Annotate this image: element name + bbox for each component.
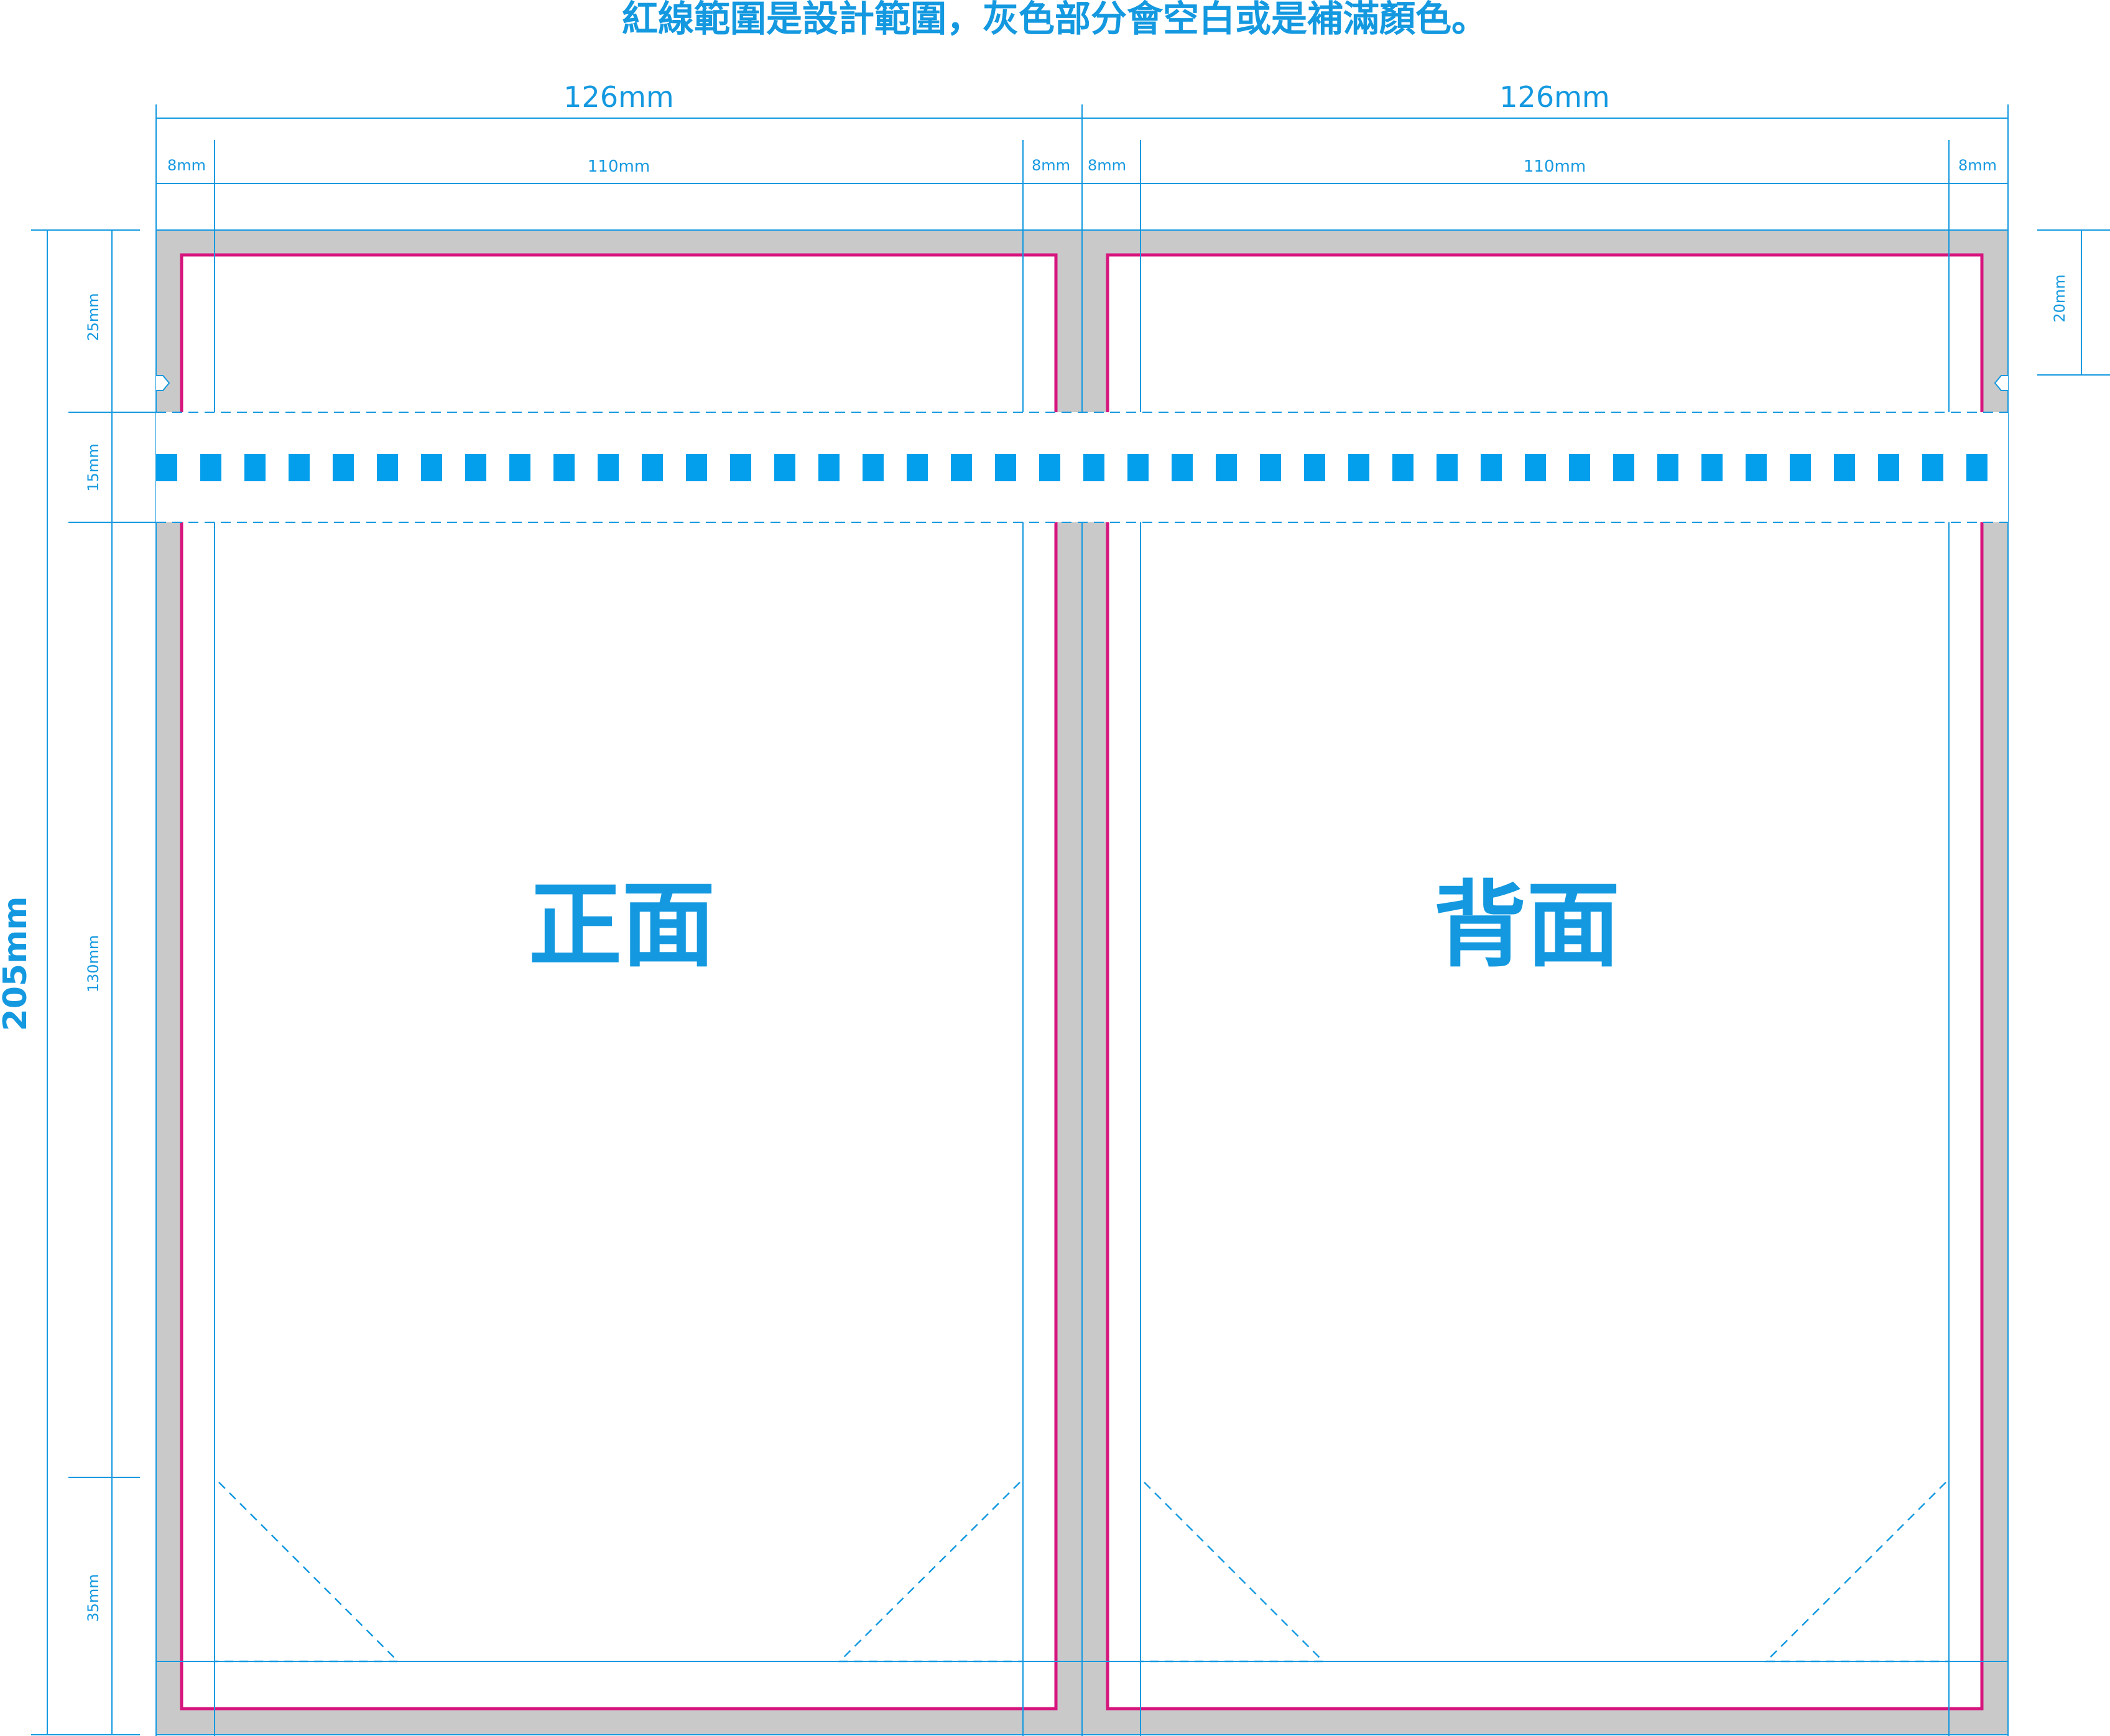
perforation-block [818, 454, 840, 481]
notch-right-marker [1994, 375, 2008, 391]
dim-width-left: 126mm [563, 80, 673, 114]
perforation-block [863, 454, 884, 481]
perforation-block [907, 454, 928, 481]
left-dimension-lines [31, 229, 156, 1735]
perforation-block [995, 454, 1016, 481]
dim-seg-body: 130mm [85, 935, 102, 993]
gusset-fold-lines [215, 1482, 1949, 1663]
perforation-block [951, 454, 972, 481]
perforation-block [333, 454, 354, 481]
perforation-block [774, 454, 795, 481]
perforation-block [1834, 454, 1855, 481]
dim-inner-left: 110mm [588, 157, 650, 176]
perforation-block [598, 454, 619, 481]
dim-margin-right-b: 8mm [1958, 157, 1997, 174]
dim-margin-right-a: 8mm [1088, 157, 1126, 174]
perforation-block [244, 454, 266, 481]
design-boundary-front [180, 253, 1058, 1711]
notch-left-marker [156, 375, 170, 391]
tear-zone-dashed-lines [156, 412, 2008, 523]
panel-label-front: 正面 [529, 872, 715, 980]
perforation-block [1437, 454, 1458, 481]
perforation-block [1039, 454, 1060, 481]
tear-perforation-line [156, 454, 1987, 481]
perforation-block [1260, 454, 1281, 481]
instruction-title: 紅線範圍是設計範圍，灰色部分會空白或是補滿顏色。 [622, 0, 1488, 40]
perforation-block [1922, 454, 1943, 481]
tear-zone-band [156, 412, 2008, 522]
dim-seg-top: 25mm [85, 293, 102, 341]
perforation-block [289, 454, 310, 481]
perforation-block [1481, 454, 1502, 481]
dim-inner-right: 110mm [1524, 157, 1586, 176]
perforation-block [421, 454, 442, 481]
perforation-block [1127, 454, 1149, 481]
perforation-block [1966, 454, 1987, 481]
perforation-block [377, 454, 398, 481]
perforation-block [1525, 454, 1546, 481]
horizontal-guides [156, 118, 2008, 1735]
perforation-block [686, 454, 707, 481]
dim-seg-tear: 15mm [85, 443, 102, 491]
perforation-block [1348, 454, 1369, 481]
perforation-block [1304, 454, 1325, 481]
perforation-block [1746, 454, 1767, 481]
dim-margin-left-b: 8mm [1032, 157, 1070, 174]
perforation-block [1172, 454, 1193, 481]
design-boundary-back [1106, 253, 1984, 1711]
right-dimension-lines [2037, 229, 2110, 376]
perforation-block [1613, 454, 1634, 481]
perforation-block [1790, 454, 1811, 481]
perforation-block [1216, 454, 1237, 481]
dim-width-right: 126mm [1499, 80, 1609, 114]
perforation-block [1569, 454, 1590, 481]
perforation-block [553, 454, 575, 481]
dim-seg-bottom: 35mm [85, 1574, 102, 1622]
perforation-block [509, 454, 530, 481]
dim-margin-left-a: 8mm [167, 157, 206, 174]
panel-label-back: 背面 [1433, 872, 1620, 980]
perforation-block [1657, 454, 1678, 481]
perforation-block [465, 454, 486, 481]
dim-total-height: 205mm [0, 897, 34, 1032]
perforation-block [156, 454, 177, 481]
perforation-block [1878, 454, 1899, 481]
perforation-block [1392, 454, 1414, 481]
perforation-block [1083, 454, 1104, 481]
perforation-block [200, 454, 221, 481]
perforation-block [642, 454, 663, 481]
perforation-block [730, 454, 751, 481]
perforation-block [1701, 454, 1723, 481]
dim-right-offset: 20mm [2051, 274, 2068, 322]
